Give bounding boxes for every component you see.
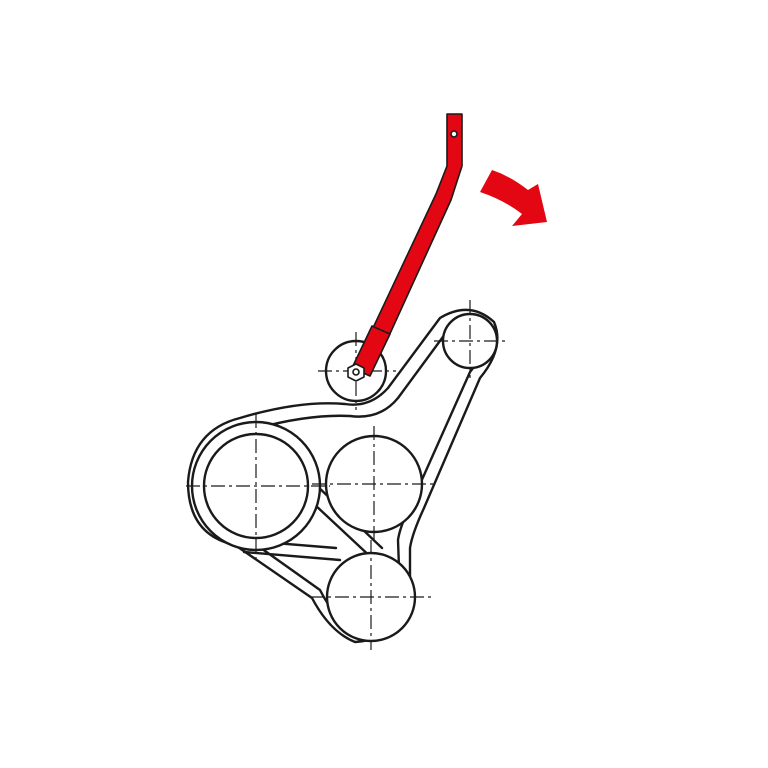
curved-arrow-icon <box>480 170 547 226</box>
wrench-socket <box>351 325 391 377</box>
belt-run-4 <box>242 550 342 562</box>
wrench-handle <box>371 113 463 339</box>
wrench-icon <box>347 113 463 382</box>
wrench-handle-hole <box>450 130 458 138</box>
belt-outer-edge <box>186 308 499 644</box>
tensioner-bolt <box>347 363 365 382</box>
